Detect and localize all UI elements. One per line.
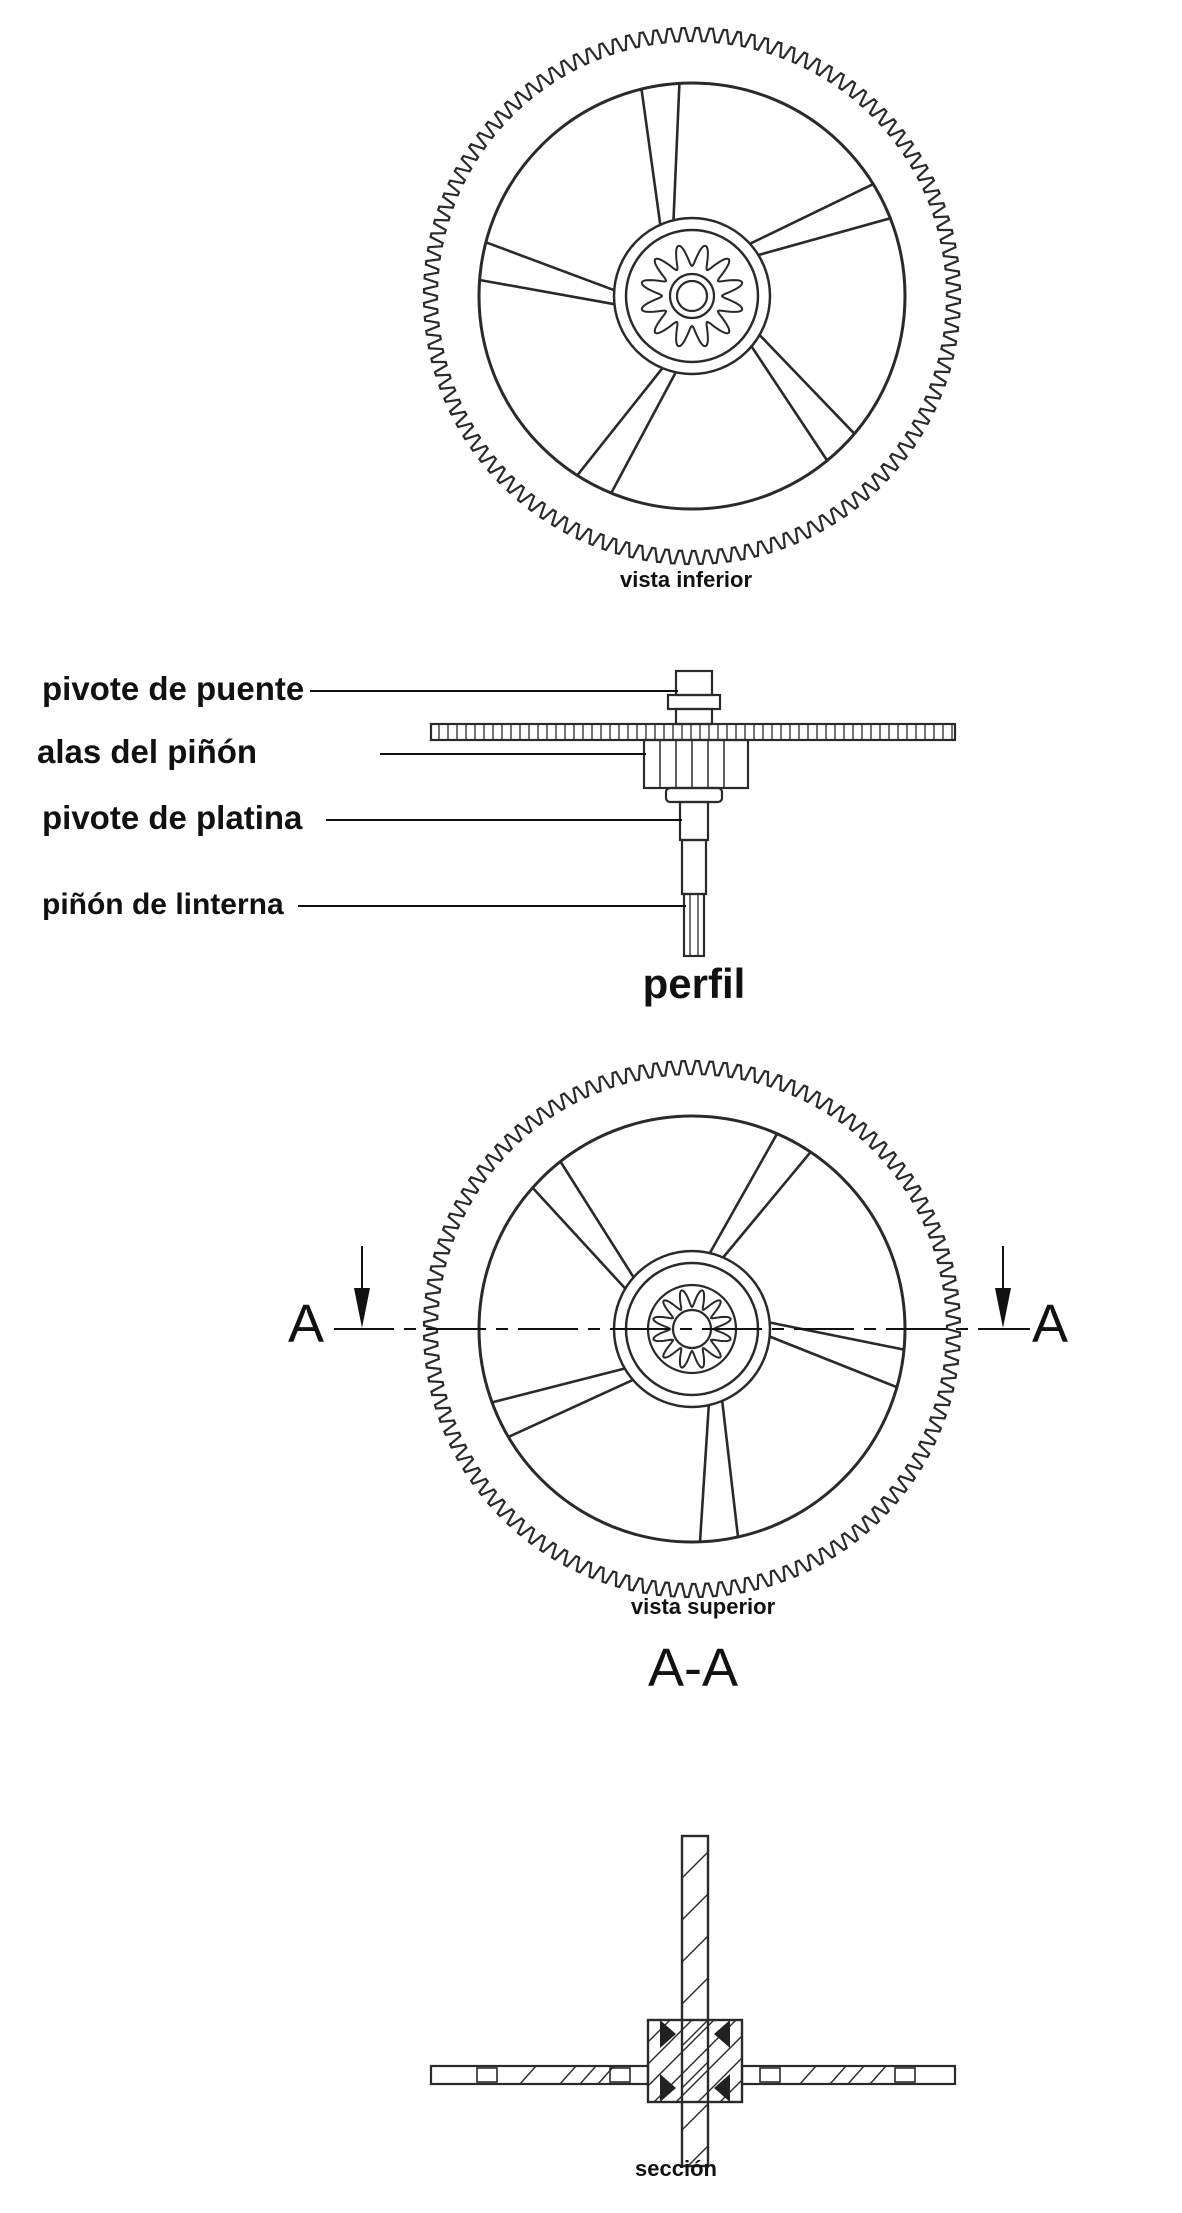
section-mark-right: A: [1032, 1294, 1068, 1354]
profile-arbor-upper: [674, 707, 714, 726]
profile-collar: [664, 786, 724, 804]
section-pinion-leaf-cuts: [660, 2020, 730, 2102]
bottom-spoke-4-edge-2: [576, 367, 664, 477]
section-wheel-hatch-line: [519, 2065, 537, 2085]
section-view: sección: [429, 1834, 957, 2181]
bottom-view: vista inferior: [422, 26, 962, 592]
top-spoke-3-edge-2: [698, 1405, 711, 1542]
section-caption: sección: [635, 2156, 717, 2181]
section-arbor-hatch-line: [682, 1893, 708, 1921]
section-wheel-hatch-line: [869, 2065, 887, 2085]
top-spoke-4-edge-2: [491, 1367, 626, 1404]
bottom-arbor-outer: [668, 272, 716, 320]
label-bridge-pivot: pivote de puente: [42, 670, 304, 707]
section-arrow-right-head: [995, 1288, 1011, 1328]
section-hub-hatch-line: [648, 2020, 671, 2043]
top-spoke-5-edge-2: [559, 1160, 635, 1278]
bottom-gear-spokes: [479, 83, 891, 494]
bottom-pinion-leaves: [640, 244, 744, 348]
section-hub-hatch-line: [648, 2020, 693, 2065]
section-title: A-A: [648, 1638, 738, 1698]
section-hub-hatch-line: [648, 2020, 649, 2021]
top-spoke-2-edge-2: [769, 1335, 898, 1389]
profile-lantern-pinion: [682, 892, 706, 958]
bottom-spoke-5-edge-1: [479, 278, 615, 306]
section-arbor-hatch-line: [682, 2019, 708, 2047]
section-arbor-hatch-line: [682, 2103, 708, 2131]
profile-bridge-shoulder: [666, 693, 722, 711]
section-wheel-hatch-line: [579, 2065, 597, 2085]
bottom-view-caption: vista inferior: [620, 567, 752, 592]
bottom-spoke-2-edge-1: [749, 182, 874, 245]
profile-shaft: [680, 838, 708, 896]
bottom-hub-inner: [624, 228, 760, 364]
top-spoke-3-edge-1: [720, 1400, 740, 1538]
label-plate-pivot: pivote de platina: [42, 799, 303, 836]
section-wheel-hatch-line: [829, 2065, 847, 2085]
bottom-spoke-3-edge-1: [758, 334, 856, 435]
label-lantern-pinion: piñón de linterna: [42, 888, 284, 921]
bottom-spoke-2-edge-2: [758, 217, 891, 257]
section-hub-hatch-line: [648, 2020, 715, 2087]
top-view: A A vista superior A-A: [288, 1059, 1068, 1698]
section-arbor-hatch-line: [682, 1935, 708, 1963]
top-view-caption: vista superior: [631, 1594, 776, 1619]
section-arrow-left-head: [354, 1288, 370, 1328]
section-wheel-hatch-line: [847, 2065, 865, 2085]
top-spoke-4-edge-1: [507, 1378, 634, 1439]
profile-bridge-pivot: [674, 669, 714, 697]
bottom-spoke-3-edge-2: [750, 345, 829, 462]
top-spoke-1-edge-2: [722, 1151, 812, 1259]
section-arbor: [680, 1834, 710, 2168]
section-arbor-hatch-line: [682, 1977, 708, 2005]
profile-wheel-edge: [429, 722, 957, 742]
section-hub-hatch-line: [675, 2035, 742, 2102]
profile-wheel-teeth: [438, 724, 953, 740]
section-wheel-hatching: [519, 2065, 887, 2085]
bottom-spoke-5-edge-2: [485, 241, 615, 292]
top-gear-spokes: [491, 1133, 905, 1542]
section-wheel-hatch-line: [597, 2065, 615, 2085]
label-pinion-leaves: alas del piñón: [37, 733, 257, 770]
section-hub-hatch-line: [697, 2057, 742, 2102]
section-hub: [646, 2018, 744, 2104]
bottom-spoke-1-edge-1: [640, 88, 662, 225]
bottom-hub-outer: [612, 216, 772, 376]
bottom-gear-rim: [477, 81, 907, 511]
bottom-spoke-1-edge-2: [672, 83, 681, 221]
section-wheel-hatch-line: [799, 2065, 817, 2085]
section-arbor-hatch-line: [687, 2145, 708, 2166]
section-arbor-hatch-line: [682, 1851, 708, 1879]
bottom-spoke-4-edge-1: [610, 371, 677, 494]
bottom-arbor-inner: [675, 279, 709, 313]
section-arbor-hatch-line: [682, 1836, 683, 1837]
top-spoke-5-edge-1: [531, 1186, 627, 1290]
section-hub-hatch-line: [719, 2079, 742, 2102]
profile-view-caption: perfil: [643, 960, 746, 1007]
section-wheel-hatch-line: [559, 2065, 577, 2085]
top-spoke-1-edge-1: [708, 1133, 779, 1254]
bottom-gear-teeth-outline: [422, 26, 962, 566]
section-arbor-hatch-line: [682, 2061, 708, 2089]
section-mark-left: A: [288, 1294, 324, 1354]
top-spoke-2-edge-1: [769, 1321, 905, 1351]
profile-view: pivote de puente alas del piñón pivote d…: [37, 669, 957, 1007]
profile-plate-pivot: [678, 800, 710, 842]
